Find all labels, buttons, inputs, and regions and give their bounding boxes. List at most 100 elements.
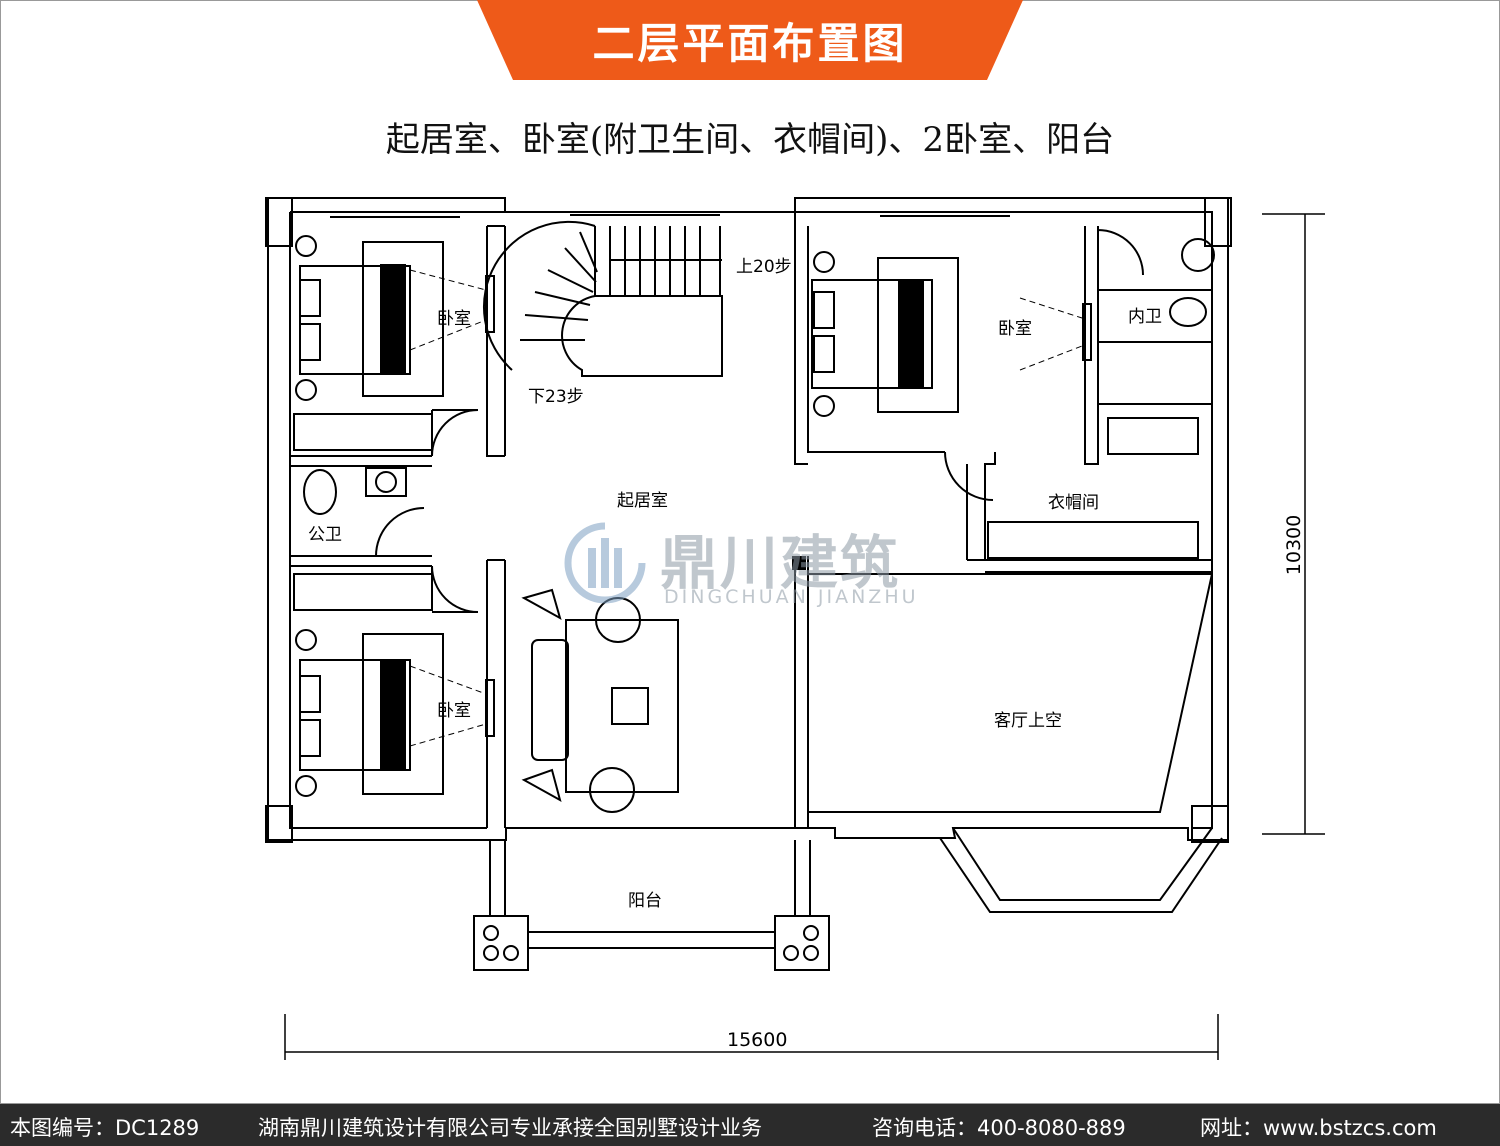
light-fixture	[295, 775, 317, 797]
tv-sightline	[1019, 297, 1083, 371]
bedroom-wall	[486, 225, 506, 457]
bedroom-wall	[486, 559, 506, 828]
label-bedroom-1: 卧室	[437, 309, 471, 329]
light-fixture	[813, 251, 835, 273]
dimension-width: 15600	[727, 1029, 787, 1051]
straight-stair	[594, 226, 722, 297]
sofa	[531, 639, 569, 761]
tv	[1082, 303, 1092, 361]
stair-treads	[520, 231, 598, 341]
footer-bar: 本图编号：DC1289 湖南鼎川建筑设计有限公司专业承接全国别墅设计业务 咨询电…	[0, 1104, 1500, 1146]
bay-window	[939, 827, 1223, 913]
bed-mat	[362, 633, 444, 795]
balcony-rail	[528, 931, 775, 949]
label-stair-down: 下23步	[528, 387, 584, 407]
closet-wall	[967, 559, 1212, 573]
title-banner: 二层平面布置图	[477, 0, 1023, 80]
column	[792, 556, 806, 570]
pillow	[813, 291, 835, 329]
basin-bowl	[375, 471, 397, 493]
tv	[485, 275, 495, 333]
pillow	[299, 323, 321, 361]
light-fixture	[295, 235, 317, 257]
wardrobe	[1107, 417, 1199, 455]
wardrobe	[987, 521, 1199, 559]
banner-title: 二层平面布置图	[592, 19, 908, 68]
floor-plan: 卧室 卧室 卧室 起居室 公卫 内卫 衣帽间 客厅上空 阳台 上20步 下23步…	[265, 197, 1325, 1060]
toilet	[1169, 297, 1207, 327]
label-balcony: 阳台	[628, 891, 662, 911]
inner-bath-wall	[1098, 341, 1212, 405]
bed-blanket	[380, 660, 406, 770]
corner-pilaster	[1204, 197, 1232, 247]
pillar-circle	[783, 945, 799, 961]
bedroom-wall	[794, 212, 996, 560]
pillar-circle	[803, 925, 819, 941]
bed-mat	[362, 241, 444, 397]
pillow	[813, 335, 835, 373]
spiral-stair	[483, 220, 723, 377]
bed-mat	[877, 257, 959, 413]
pillow	[299, 279, 321, 317]
door-swing	[431, 409, 479, 457]
label-bedroom-2: 卧室	[437, 701, 471, 721]
coffee-table	[611, 687, 649, 725]
corner-pilaster	[265, 197, 293, 247]
outer-wall	[267, 197, 1229, 841]
door-swing	[431, 565, 479, 613]
pillar-circle	[503, 945, 519, 961]
watermark-name: 鼎川建筑	[660, 529, 901, 597]
door-swing	[944, 451, 994, 501]
wardrobe	[293, 413, 433, 451]
light-fixture	[295, 379, 317, 401]
pillar-circle	[803, 945, 819, 961]
void-wall	[794, 556, 809, 828]
watermark: 鼎川建筑 DINGCHUAN JIANZHU	[560, 516, 980, 616]
side-table	[521, 588, 562, 803]
label-bedroom-master: 卧室	[998, 319, 1032, 339]
light-fixture	[295, 629, 317, 651]
armchair	[589, 767, 635, 813]
wash-basin	[1181, 238, 1215, 272]
balcony-pillar	[774, 915, 830, 971]
plan-subtitle: 起居室、卧室(附卫生间、衣帽间)、2卧室、阳台	[385, 120, 1115, 160]
rug	[565, 619, 679, 793]
label-stair-up: 上20步	[736, 257, 792, 277]
bath-wall	[290, 555, 433, 610]
footer-company: 湖南鼎川建筑设计有限公司专业承接全国别墅设计业务	[258, 1116, 762, 1140]
label-public-bath: 公卫	[308, 525, 342, 545]
label-living: 起居室	[617, 491, 668, 511]
light-fixture	[813, 395, 835, 417]
label-void: 客厅上空	[994, 711, 1062, 731]
corner-pilaster	[1191, 805, 1229, 843]
watermark-logo	[564, 522, 646, 604]
bed	[299, 659, 411, 771]
toilet	[303, 469, 337, 515]
label-inner-bath: 内卫	[1128, 307, 1162, 327]
wash-basin	[365, 467, 407, 497]
door-swing	[375, 507, 425, 557]
tv-sightline	[409, 269, 487, 351]
bed	[811, 279, 933, 389]
banner-shape	[477, 0, 1023, 80]
bed	[299, 265, 411, 375]
footer-website: 网址：www.bstzcs.com	[1200, 1116, 1437, 1140]
wardrobe	[293, 573, 433, 611]
footer-drawing-no: 本图编号：DC1289	[10, 1116, 200, 1140]
pillar-circle	[483, 925, 499, 941]
inner-bath-wall	[1084, 226, 1212, 465]
void-outline	[808, 573, 1213, 813]
watermark-pinyin: DINGCHUAN JIANZHU	[664, 586, 919, 608]
stair-treads	[609, 226, 701, 296]
balcony-pillar	[473, 915, 529, 971]
tv	[485, 679, 495, 737]
corner-pilaster	[265, 805, 293, 843]
bath-wall	[290, 410, 433, 467]
footer-phone: 咨询电话：400-8080-889	[872, 1116, 1126, 1140]
dimension-height: 10300	[1283, 515, 1305, 575]
bed-blanket	[898, 280, 924, 388]
inner-wall-line	[289, 211, 1213, 829]
pillow	[299, 675, 321, 713]
label-closet: 衣帽间	[1048, 493, 1099, 513]
pillow	[299, 719, 321, 757]
